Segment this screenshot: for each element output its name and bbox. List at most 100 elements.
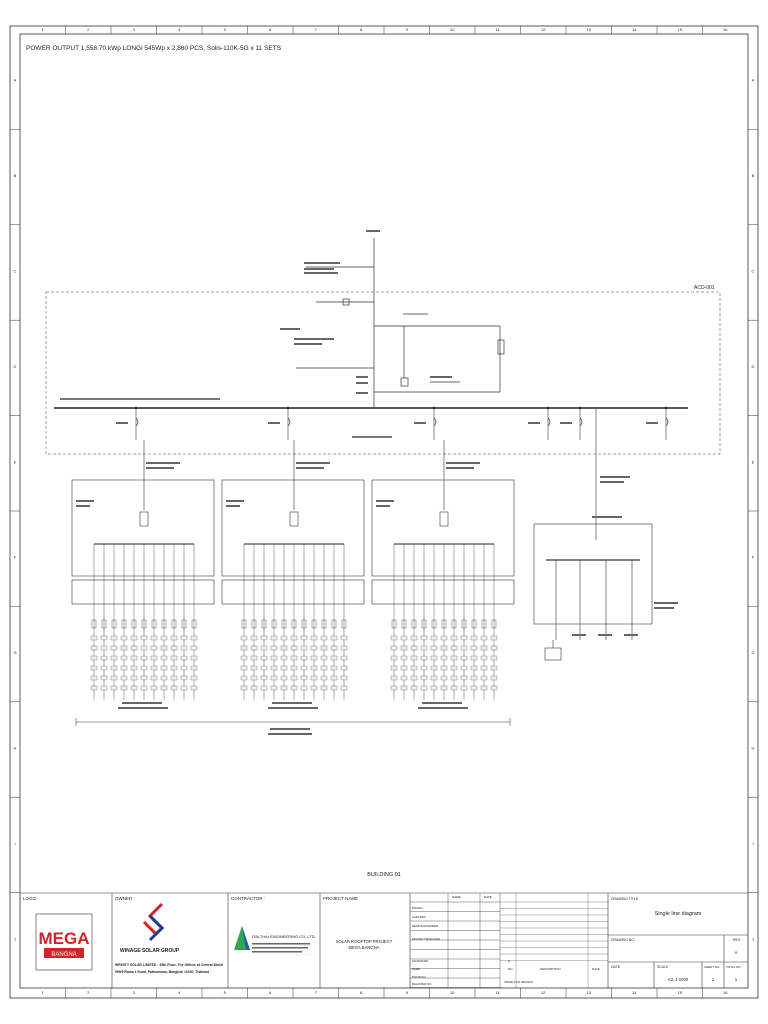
- string-fuse: [91, 619, 97, 629]
- pv-module: [440, 675, 448, 681]
- signature-label: DRAWN: [412, 906, 422, 910]
- pv-module: [400, 675, 408, 681]
- pv-module: [290, 675, 298, 681]
- inverter-group: [221, 440, 365, 709]
- string-fuse: [271, 619, 277, 629]
- column-marker: 2: [87, 990, 90, 995]
- breaker-label: [528, 422, 540, 424]
- breaker-symbol: [579, 417, 583, 427]
- pv-module: [170, 685, 178, 691]
- row-marker: C: [14, 269, 17, 274]
- pv-module: [330, 665, 338, 671]
- feeder-node: [432, 406, 436, 410]
- pv-module: [300, 655, 308, 661]
- string-fuse: [481, 619, 487, 629]
- row-marker: H: [752, 746, 755, 751]
- column-marker: 13: [587, 27, 592, 32]
- pv-module: [130, 655, 138, 661]
- pv-module: [420, 635, 428, 641]
- inverter-symbol: [289, 511, 299, 527]
- pv-module: [240, 645, 248, 651]
- project-line-1: SOLAR ROOFTOP PROJECT: [336, 939, 393, 944]
- acdb-tag: ACD-001: [694, 285, 715, 291]
- title-section-contractor: CONTRACTOR :: [231, 896, 265, 901]
- column-marker: 9: [406, 990, 409, 995]
- pv-module: [490, 655, 498, 661]
- string-fuse: [241, 619, 247, 629]
- pv-module: [180, 685, 188, 691]
- pv-module: [400, 685, 408, 691]
- string-fuse: [171, 619, 177, 629]
- row-marker: G: [751, 650, 754, 655]
- pv-module: [460, 655, 468, 661]
- owner-logo: [142, 902, 165, 942]
- busbar-note: [352, 436, 392, 438]
- pv-module: [450, 675, 458, 681]
- row-marker: E: [14, 459, 17, 464]
- pv-module: [460, 635, 468, 641]
- pv-module: [140, 675, 148, 681]
- string-fuse: [491, 619, 497, 629]
- cable-label: [446, 462, 480, 464]
- pv-module: [450, 665, 458, 671]
- string-combiner: [221, 579, 365, 605]
- column-marker: 11: [496, 27, 501, 32]
- signature-header-name: NAME: [452, 895, 461, 899]
- pv-module: [110, 655, 118, 661]
- pv-module: [190, 645, 198, 651]
- pv-module: [240, 675, 248, 681]
- pv-module: [250, 635, 258, 641]
- title-section-sheet: SHEET NO.: [704, 965, 720, 969]
- pv-module: [440, 635, 448, 641]
- pv-module: [470, 665, 478, 671]
- pv-module: [490, 665, 498, 671]
- pv-module: [240, 655, 248, 661]
- pv-module: [480, 655, 488, 661]
- pv-module: [130, 665, 138, 671]
- pv-module: [390, 685, 398, 691]
- pv-module: [450, 655, 458, 661]
- panel-label: [226, 505, 240, 507]
- pv-module: [120, 675, 128, 681]
- column-marker: 1: [42, 27, 45, 32]
- string-fuse: [131, 619, 137, 629]
- row-marker: B: [752, 173, 755, 178]
- pv-module: [150, 655, 158, 661]
- pv-module: [90, 645, 98, 651]
- pv-module: [290, 645, 298, 651]
- logo-text: MEGA: [39, 929, 90, 948]
- sheet-outer-border: [9, 25, 759, 999]
- project-line-2: MEGA BANGNA: [349, 945, 380, 950]
- pv-module: [300, 645, 308, 651]
- pv-module: [140, 655, 148, 661]
- pv-module: [190, 675, 198, 681]
- string-fuse: [451, 619, 457, 629]
- pv-module: [310, 665, 318, 671]
- pv-module: [90, 655, 98, 661]
- pv-module: [310, 685, 318, 691]
- pv-module: [400, 655, 408, 661]
- breaker-symbol: [135, 417, 139, 427]
- pv-module: [280, 645, 288, 651]
- column-marker: 8: [360, 27, 363, 32]
- cable-label: [146, 462, 180, 464]
- pv-module: [150, 665, 158, 671]
- pv-module: [180, 665, 188, 671]
- pv-module: [400, 635, 408, 641]
- pv-module: [270, 655, 278, 661]
- pv-module: [280, 635, 288, 641]
- column-marker: 5: [224, 990, 227, 995]
- pv-module: [160, 645, 168, 651]
- string-fuse: [311, 619, 317, 629]
- revision-row-a: A: [508, 959, 510, 963]
- pv-module: [100, 645, 108, 651]
- pv-module: [290, 655, 298, 661]
- pv-module: [390, 655, 398, 661]
- breaker-symbol: [547, 417, 551, 427]
- breaker-label: [268, 422, 280, 424]
- owner-address-1: INFINITY SOLAR LIMITED : 45th Floor, The…: [115, 963, 223, 967]
- string-fuse: [421, 619, 427, 629]
- column-marker: 15: [678, 27, 683, 32]
- breaker-label: [560, 422, 572, 424]
